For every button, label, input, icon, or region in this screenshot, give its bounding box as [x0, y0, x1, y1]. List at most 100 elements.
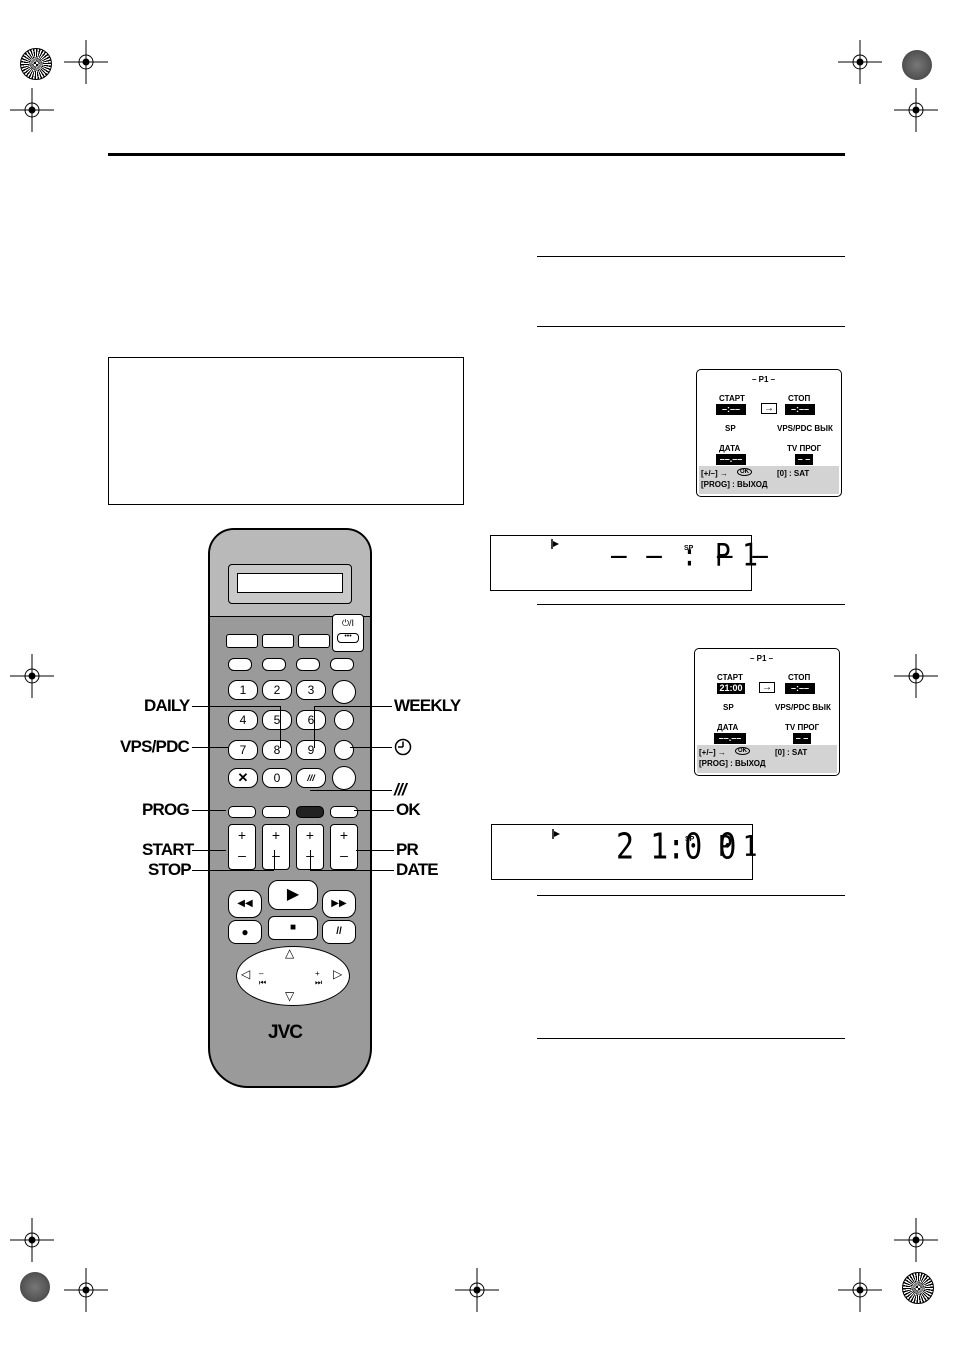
remote-button[interactable]	[262, 658, 286, 671]
osd-start-value: 21:00	[717, 683, 745, 694]
fast-forward-button[interactable]: ▶▶	[322, 890, 356, 918]
front-display-2: SP 2 1:0 0 P 1	[491, 824, 757, 880]
pause-button[interactable]: //	[322, 920, 356, 944]
remote-button[interactable]	[334, 710, 354, 730]
registration-mark-icon	[894, 654, 938, 698]
prog-button[interactable]	[228, 806, 256, 818]
callout-pr: PR	[396, 840, 419, 859]
registration-mark-icon	[64, 40, 108, 84]
number-key-5[interactable]: 5	[262, 710, 292, 730]
osd-title: – P1 –	[752, 375, 776, 384]
timer-icon	[551, 539, 559, 549]
display-program: P 1	[718, 829, 757, 863]
divider-rule	[537, 1038, 845, 1039]
left-arrow-icon: ◁	[241, 967, 251, 981]
registration-mark-icon	[10, 654, 54, 698]
remote-button[interactable]	[228, 658, 252, 671]
divider-rule	[537, 895, 845, 896]
leader-line	[192, 810, 226, 812]
osd-stop-value: –:––	[785, 404, 815, 415]
remote-button[interactable]	[262, 806, 290, 818]
ok-button[interactable]	[330, 806, 358, 818]
up-arrow-icon: △	[285, 946, 295, 960]
timer-icon	[552, 829, 560, 839]
power-label: ⏻/I	[341, 618, 355, 628]
registration-mark-icon	[64, 1268, 108, 1312]
registration-mark-icon	[894, 88, 938, 132]
stop-button[interactable]: +–	[262, 824, 290, 870]
registration-mark-icon	[455, 1268, 499, 1312]
front-display-1: SP – – : – – P 1	[490, 535, 768, 591]
registration-mark-icon	[10, 88, 54, 132]
brand-logo: JVC	[268, 1022, 303, 1043]
leader-line	[192, 850, 226, 852]
starburst-mark-icon	[20, 48, 52, 80]
callout-vps-pdc: VPS/PDC	[120, 737, 190, 756]
remote-button[interactable]	[332, 680, 356, 704]
power-button[interactable]: ⏻/I •••	[332, 614, 364, 652]
osd-footer: [+/–] → OK [0] : SAT [PROG] : ВЫХОД	[697, 745, 837, 773]
remote-button[interactable]	[332, 766, 356, 790]
cancel-button[interactable]: ✕	[228, 768, 258, 788]
osd-start-value: –:––	[716, 404, 746, 415]
registration-mark-icon	[838, 40, 882, 84]
osd-stop-label: СТОП	[788, 394, 811, 403]
number-key-7[interactable]: 7	[228, 740, 258, 760]
osd-mode: SP	[723, 703, 734, 712]
osd-tv-label: TV ПРОГ	[787, 444, 822, 453]
pr-button[interactable]: +–	[330, 824, 358, 870]
callout-date: DATE	[396, 860, 439, 879]
display-mode: SP	[685, 836, 695, 843]
play-button[interactable]: ▶	[268, 880, 318, 910]
clock-button[interactable]	[334, 740, 354, 760]
leader-line	[356, 850, 394, 852]
number-key-6[interactable]: 6	[296, 710, 326, 730]
leader-line	[310, 870, 394, 872]
divider-rule	[537, 604, 845, 605]
remote-lcd	[228, 564, 352, 604]
osd-screen-1: – P1 – СТАРТ –:–– → СТОП –:–– SP VPS/PDC…	[696, 369, 842, 497]
down-arrow-icon: ▽	[285, 989, 295, 1003]
remote-lcd-window	[237, 573, 343, 593]
number-key-3[interactable]: 3	[296, 680, 326, 700]
remote-button[interactable]	[262, 634, 294, 648]
navigation-pad[interactable]: △ ▽ ◁ ▷ –⏮ +⏭	[236, 946, 350, 1006]
arrow-icon: →	[761, 403, 777, 414]
number-key-9[interactable]: 9	[296, 740, 326, 760]
number-key-1[interactable]: 1	[228, 680, 258, 700]
number-key-0[interactable]: 0	[262, 768, 292, 788]
leader-line	[314, 706, 316, 748]
osd-title: – P1 –	[750, 654, 774, 663]
osd-footer-keys: [+/–] →	[701, 469, 728, 478]
remote-button[interactable]	[330, 658, 354, 671]
osd-footer-keys: [+/–] →	[699, 748, 726, 757]
stop-transport-button[interactable]: ■	[268, 916, 318, 940]
osd-start-label: СТАРТ	[717, 673, 743, 682]
osd-vps: VPS/PDC ВЫК	[777, 424, 833, 433]
osd-screen-2: – P1 – СТАРТ 21:00 → СТОП –:–– SP VPS/PD…	[694, 648, 840, 776]
skip-back-icon: –⏮	[259, 969, 267, 987]
remote-button[interactable]	[296, 658, 320, 671]
osd-tv-value: – –	[793, 733, 811, 744]
number-key-4[interactable]: 4	[228, 710, 258, 730]
number-key-8[interactable]: 8	[262, 740, 292, 760]
record-button[interactable]: ●	[228, 920, 262, 944]
right-arrow-icon: ▷	[333, 967, 343, 981]
osd-footer-sat: [0] : SAT	[777, 469, 810, 478]
header-rule	[108, 153, 845, 156]
rewind-button[interactable]: ◀◀	[228, 890, 262, 918]
number-key-2[interactable]: 2	[262, 680, 292, 700]
remote-button[interactable]	[298, 634, 330, 648]
callout-ok: OK	[396, 800, 421, 819]
remote-button[interactable]	[226, 634, 258, 648]
osd-tv-value: – –	[795, 454, 813, 465]
display-time: 2 1:0 0	[616, 826, 736, 868]
remote-button[interactable]	[296, 806, 324, 818]
start-button[interactable]: +–	[228, 824, 256, 870]
remote-button[interactable]: ///	[296, 768, 326, 788]
callout-prog: PROG	[142, 800, 190, 819]
callout-start: START	[142, 840, 194, 859]
leader-line	[192, 706, 280, 708]
arrow-icon: →	[759, 682, 775, 693]
divider-rule	[537, 256, 845, 257]
